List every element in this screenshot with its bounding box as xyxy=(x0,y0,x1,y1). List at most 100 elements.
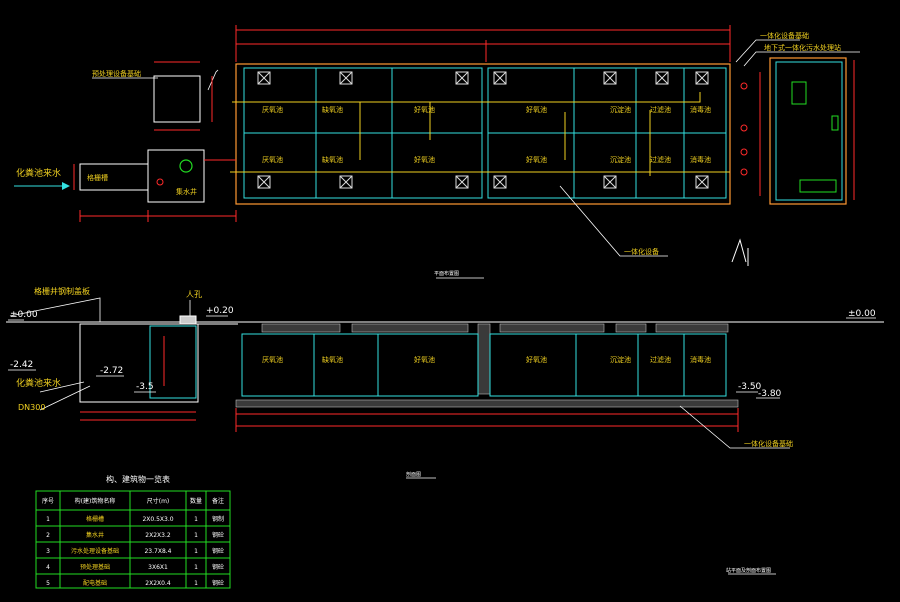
manhole-marker xyxy=(339,71,353,85)
table-cell: 钢砼 xyxy=(212,531,224,539)
footer-title: 站平面及剖面布置图 xyxy=(726,567,771,574)
table-cell: 4 xyxy=(46,564,50,571)
table-cell: 集水井 xyxy=(86,531,104,539)
table-cell: 2X2X3.2 xyxy=(145,532,171,539)
manhole-marker xyxy=(455,71,469,85)
section-inlet-label: 化粪池来水 xyxy=(16,377,61,389)
valve-markers xyxy=(740,82,748,176)
table-cell: 1 xyxy=(46,516,50,523)
tank-label: 厌氧池 xyxy=(262,155,283,164)
table-cell: 污水处理设备基础 xyxy=(71,547,119,555)
table-cell: 钢砼 xyxy=(212,579,224,587)
section-tank-walls xyxy=(241,333,727,397)
level-e: -3.80 xyxy=(758,389,782,399)
tank-label: 好氧池 xyxy=(414,105,435,114)
section-title: 剖面图 xyxy=(406,471,421,478)
tank-label: 沉淀池 xyxy=(610,355,631,364)
level-top: +0.20 xyxy=(206,306,234,316)
manhole-marker xyxy=(695,71,709,85)
top-dimension-lines xyxy=(235,25,731,62)
plan-inlet-label: 化粪池来水 xyxy=(16,167,61,179)
tank-label: 沉淀池 xyxy=(610,105,631,114)
table-cell: 配电基础 xyxy=(83,579,107,587)
section-view: 厌氧池 缺氧池 好氧池 好氧池 沉淀池 过滤池 消毒池 xyxy=(6,286,884,479)
callout-wwtp: 地下式一体化污水处理站 xyxy=(764,43,841,52)
table-header: 备注 xyxy=(212,497,224,505)
manhole-marker xyxy=(603,71,617,85)
callout-integrated-equipment: 一体化设备 xyxy=(624,247,659,256)
table-cell: 2X2X0.4 xyxy=(145,580,171,587)
foundation-label: 一体化设备基础 xyxy=(744,439,793,448)
manhole-marker xyxy=(493,71,507,85)
table-cell: 钢制 xyxy=(212,515,224,523)
tank-label: 好氧池 xyxy=(414,355,435,364)
level-markers xyxy=(8,297,876,449)
plan-title: 平面布置图 xyxy=(434,270,459,277)
level-b: -2.72 xyxy=(100,366,123,376)
table-cell: 预处理基础 xyxy=(80,563,110,571)
level-d: -3.50 xyxy=(738,382,762,392)
table-header: 序号 xyxy=(42,497,54,505)
callout-equipment-foundation: 一体化设备基础 xyxy=(760,31,809,40)
yellow-pipes xyxy=(230,92,730,176)
table-cell: 3X6X1 xyxy=(148,564,168,571)
table-cell: 2X0.5X3.0 xyxy=(142,516,173,523)
tank-label: 过滤池 xyxy=(650,355,671,364)
tank-label: 缺氧池 xyxy=(322,155,343,164)
table-cell: 1 xyxy=(194,532,198,539)
north-arrow-icon xyxy=(731,238,749,266)
level-a: -2.42 xyxy=(10,360,33,370)
manhole-markers xyxy=(257,71,709,189)
manhole-marker xyxy=(455,175,469,189)
tank-label: 缺氧池 xyxy=(322,355,343,364)
table-cell: 5 xyxy=(46,580,50,587)
table-header: 构(建)筑物名称 xyxy=(75,497,116,505)
table-cell: 钢砼 xyxy=(212,563,224,571)
grate-label: 格栅槽 xyxy=(87,173,108,182)
table-cell: 格栅槽 xyxy=(86,515,104,523)
tank-label: 好氧池 xyxy=(526,155,547,164)
pipe-label: DN300 xyxy=(18,403,45,412)
manhole-marker xyxy=(339,175,353,189)
table-cell: 3 xyxy=(46,548,50,555)
tank-label: 过滤池 xyxy=(650,105,671,114)
equipment-foundation-outline xyxy=(235,63,731,205)
table-cell: 2 xyxy=(46,532,50,539)
section-tank-labels: 厌氧池 缺氧池 好氧池 好氧池 沉淀池 过滤池 消毒池 xyxy=(262,355,711,364)
control-room xyxy=(759,57,855,205)
table-cell: 1 xyxy=(194,516,198,523)
tank-label: 消毒池 xyxy=(690,355,711,364)
tank-label: 过滤池 xyxy=(650,155,671,164)
callout-lines xyxy=(207,39,860,257)
manhole-label: 人孔 xyxy=(186,290,202,299)
manhole-marker xyxy=(257,175,271,189)
level-c: -3.5 xyxy=(136,382,154,392)
tank-label: 厌氧池 xyxy=(262,105,283,114)
pretreatment-label: 预处理设备基础 xyxy=(92,69,141,78)
tank-module-right xyxy=(487,67,727,199)
pretreatment-block xyxy=(153,61,213,131)
table-cell: 钢砼 xyxy=(212,547,224,555)
tank-label: 厌氧池 xyxy=(262,355,283,364)
tank-label: 消毒池 xyxy=(690,155,711,164)
table-cell: 1 xyxy=(194,580,198,587)
section-collection-well xyxy=(79,315,739,432)
table-header: 数量 xyxy=(190,497,202,505)
manhole-marker xyxy=(695,175,709,189)
table-title: 构、建筑物一览表 xyxy=(106,474,170,484)
tank-label: 好氧池 xyxy=(526,105,547,114)
table-cell: 23.7X8.4 xyxy=(144,548,171,555)
tank-label: 好氧池 xyxy=(526,355,547,364)
tank-label: 沉淀池 xyxy=(610,155,631,164)
collection-well-label: 集水井 xyxy=(176,187,197,196)
manhole-marker xyxy=(603,175,617,189)
manhole-marker xyxy=(257,71,271,85)
plan-tank-labels-top: 厌氧池缺氧池好氧池好氧池沉淀池过滤池消毒池 xyxy=(262,105,711,114)
plan-view: 厌氧池缺氧池好氧池好氧池沉淀池过滤池消毒池 厌氧池缺氧池好氧池好氧池沉淀池过滤池… xyxy=(14,25,860,279)
tank-label: 好氧池 xyxy=(414,155,435,164)
slab-hatch xyxy=(235,323,739,408)
table-cell: 1 xyxy=(194,548,198,555)
level-ground-left: ±0.00 xyxy=(10,310,38,320)
